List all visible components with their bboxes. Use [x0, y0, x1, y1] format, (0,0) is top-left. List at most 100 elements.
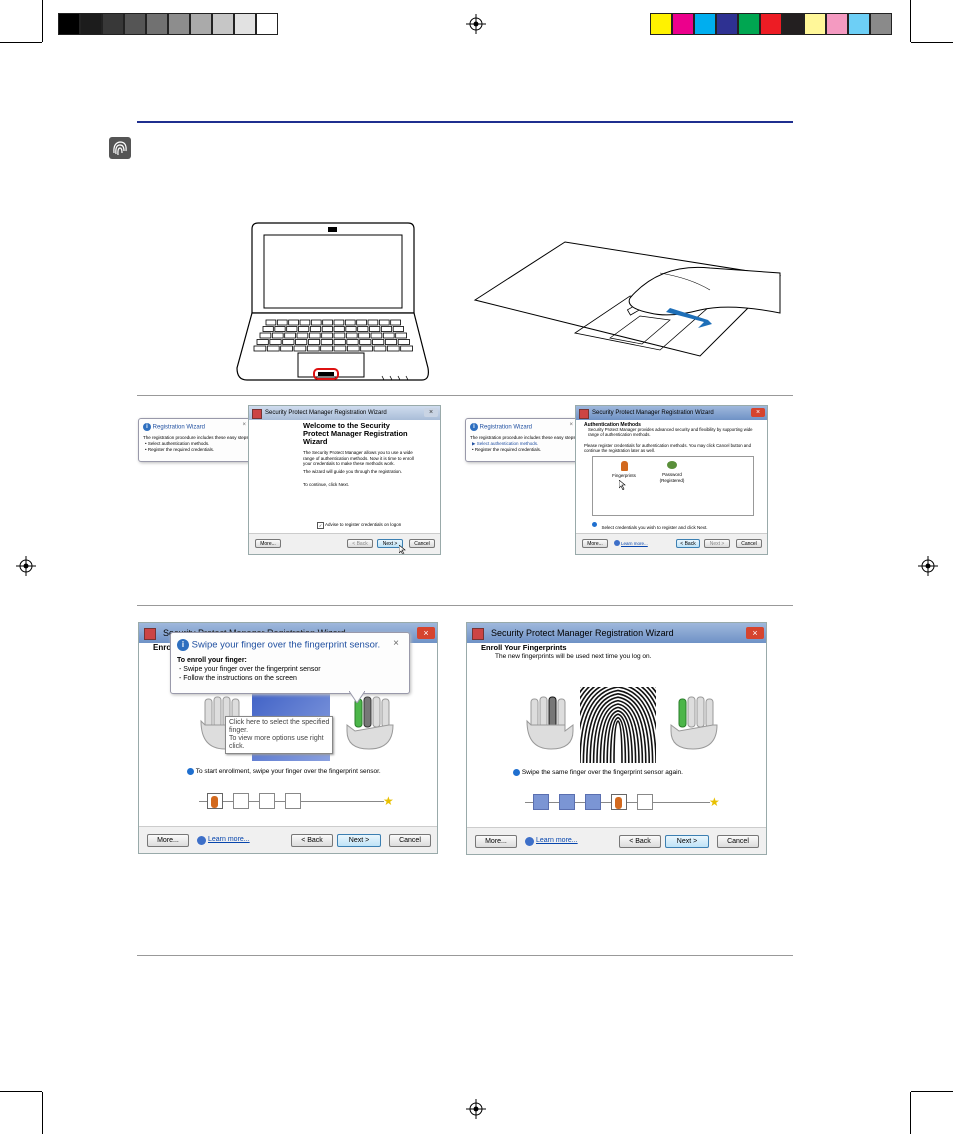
wizard-body: The wizard will guide you through the re…: [303, 469, 403, 474]
right-hand-icon[interactable]: [343, 695, 395, 758]
cancel-button[interactable]: Cancel: [409, 539, 435, 548]
key: [397, 339, 410, 345]
wizard-body: The Security Protect Manager allows you …: [303, 450, 414, 466]
arrow-right-icon: [187, 768, 194, 775]
close-button[interactable]: ×: [417, 627, 435, 639]
key: [392, 326, 404, 332]
registration-mark: [918, 556, 938, 576]
wizard-heading: Enroll Your Fingerprints: [481, 643, 567, 652]
methods-list: Fingerprints Password (Registered): [592, 456, 754, 516]
key: [262, 326, 274, 332]
key: [372, 339, 385, 345]
registration-mark: [466, 1099, 486, 1119]
wizard-footer: More... < Back Next > Cancel: [249, 533, 440, 554]
balloon-intro: The registration procedure includes thes…: [470, 435, 577, 440]
fingerprint-ridge: [582, 689, 654, 763]
key: [333, 332, 346, 339]
more-button[interactable]: More...: [582, 539, 608, 548]
gray-swatch: [58, 13, 80, 35]
back-button[interactable]: < Back: [347, 539, 373, 548]
key: [333, 319, 345, 326]
advise-checkbox-label: Advise to register credentials on logon: [325, 522, 402, 527]
method-label: Fingerprints: [612, 473, 636, 478]
fingerprint-ridge: [613, 720, 623, 763]
more-button[interactable]: More...: [255, 539, 281, 548]
learn-more-link[interactable]: Learn more...: [621, 541, 648, 546]
tooltip-line: Click here to select the specified: [229, 719, 330, 726]
cancel-button[interactable]: Cancel: [736, 539, 762, 548]
key: [346, 339, 359, 345]
key: [298, 326, 310, 332]
key: [345, 326, 357, 332]
arrow-right-icon: [513, 769, 520, 776]
balloon-step: • Register the required credentials.: [472, 447, 542, 452]
window-titlebar: Security Protect Manager Registration Wi…: [249, 406, 440, 420]
fingerprint-ridge: [589, 696, 647, 763]
cancel-button[interactable]: Cancel: [389, 834, 431, 847]
fingerprint-ridge: [603, 709, 633, 763]
close-button[interactable]: ×: [751, 408, 765, 417]
key: [359, 339, 372, 345]
back-button[interactable]: < Back: [291, 834, 333, 847]
key: [320, 339, 333, 345]
fingerprints-method[interactable]: Fingerprints: [609, 461, 639, 479]
close-button[interactable]: ×: [424, 408, 438, 417]
key: [306, 345, 320, 352]
registration-mark: [16, 556, 36, 576]
progress-slot: [559, 794, 575, 810]
crop-mark: [910, 0, 911, 42]
back-button[interactable]: < Back: [676, 539, 700, 548]
balloon-title: Registration Wizard: [479, 424, 533, 431]
learn-more-link[interactable]: Learn more...: [208, 836, 250, 843]
more-button[interactable]: More...: [147, 834, 189, 847]
app-icon: [144, 628, 156, 640]
header-rule: [137, 121, 793, 123]
star-icon: ★: [383, 794, 394, 808]
key: [293, 345, 307, 352]
learn-more-link[interactable]: Learn more...: [536, 837, 578, 844]
key: [266, 345, 280, 352]
next-button[interactable]: Next >: [337, 834, 381, 847]
key: [380, 326, 393, 332]
key: [299, 319, 311, 326]
close-button[interactable]: ×: [746, 627, 764, 639]
wizard-footer: More... Learn more... < Back Next > Canc…: [139, 826, 437, 853]
key: [295, 339, 308, 345]
close-icon[interactable]: ×: [569, 422, 573, 428]
app-icon: [472, 628, 484, 640]
key: [309, 326, 322, 332]
close-icon[interactable]: ×: [393, 638, 399, 649]
color-swatch: [848, 13, 870, 35]
next-button[interactable]: Next >: [704, 539, 730, 548]
cancel-button[interactable]: Cancel: [717, 835, 759, 848]
next-button[interactable]: Next >: [377, 539, 403, 548]
finger-icon: [620, 461, 628, 471]
key: [320, 345, 333, 352]
key: [346, 345, 360, 352]
fingerprint-ridge: [596, 703, 640, 763]
color-swatch: [672, 13, 694, 35]
wizard-body: To continue, click Next.: [303, 482, 350, 487]
wizard-hint: Select credentials you wish to register …: [592, 516, 708, 534]
key: [333, 345, 347, 352]
advise-checkbox[interactable]: ✓: [317, 522, 324, 529]
back-button[interactable]: < Back: [619, 835, 661, 848]
key: [358, 332, 370, 339]
password-method[interactable]: Password (Registered): [655, 461, 689, 483]
window-titlebar: Security Protect Manager Registration Wi…: [576, 406, 767, 420]
color-swatch: [782, 13, 804, 35]
key: [310, 319, 322, 326]
window-titlebar: Security Protect Manager Registration Wi…: [467, 623, 766, 643]
help-icon: [614, 540, 620, 546]
key: [345, 332, 358, 339]
key: [276, 319, 288, 326]
key: [384, 339, 398, 345]
left-hand-icon[interactable]: [525, 695, 577, 758]
close-icon[interactable]: ×: [242, 422, 246, 428]
right-hand-icon[interactable]: [667, 695, 719, 758]
next-button[interactable]: Next >: [665, 835, 709, 848]
color-swatch: [760, 13, 782, 35]
more-button[interactable]: More...: [475, 835, 517, 848]
key: [296, 332, 309, 339]
color-swatch: [650, 13, 672, 35]
